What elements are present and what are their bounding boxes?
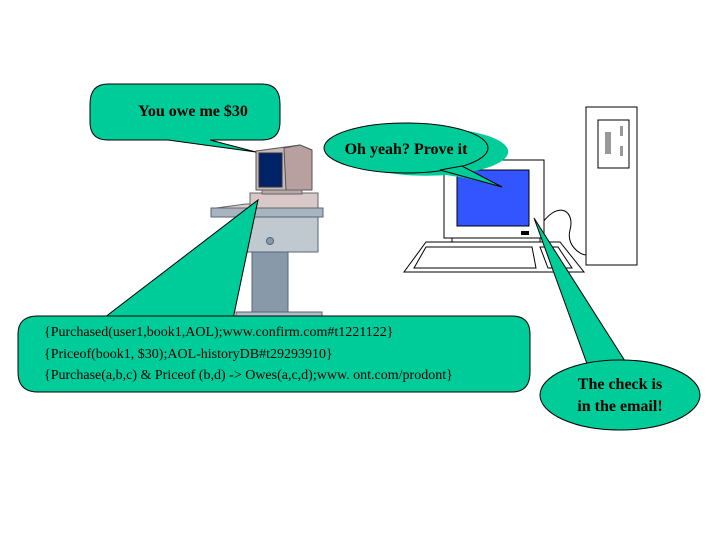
tower-drive-left	[605, 132, 611, 154]
tower-bay	[597, 119, 630, 169]
bubble-shape-prove	[323, 122, 489, 174]
monitor-screen	[258, 152, 283, 188]
cpu-unit	[249, 192, 319, 209]
keyboard-keys-main	[413, 246, 537, 269]
proof-bubble-shape	[17, 315, 531, 393]
proof-line-2: {Priceof(book1, $30);AOL-historyDB#t2929…	[44, 347, 333, 362]
tower-drive-right-bottom	[620, 146, 623, 156]
bubble-text-owe: You owe me $30	[138, 103, 248, 120]
tower-drive-right-top	[620, 126, 623, 136]
cabinet-knob	[266, 237, 274, 245]
monitor-screen-right	[456, 169, 530, 227]
bubble-text-check-line2: in the email!	[577, 398, 662, 415]
proof-line-1: {Purchased(user1,book1,AOL);www.confirm.…	[44, 325, 394, 340]
monitor-neck	[261, 189, 303, 195]
monitor-side	[283, 144, 313, 191]
bubble-text-check-line1: The check is	[578, 376, 662, 393]
bubble-pointer-prove	[439, 165, 503, 188]
desk-top	[210, 207, 324, 218]
bubble-shape-check	[539, 359, 701, 431]
cable	[542, 209, 587, 256]
bubble-text-prove: Oh yeah? Prove it	[345, 141, 468, 158]
speech-bubble-prove: Oh yeah? Prove it	[323, 122, 509, 188]
bubble-shape-owe	[89, 83, 281, 153]
stand-column	[251, 249, 289, 317]
proof-bubble-pointer	[94, 198, 259, 325]
speech-bubble-owe: You owe me $30	[89, 83, 281, 153]
proof-line-3: {Purchase(a,b,c) & Priceof (b,d) -> Owes…	[44, 368, 453, 383]
monitor-power-light	[521, 231, 529, 235]
proof-bubble: {Purchased(user1,book1,AOL);www.confirm.…	[17, 198, 531, 393]
speech-bubble-check: The check is in the email!	[533, 217, 701, 431]
